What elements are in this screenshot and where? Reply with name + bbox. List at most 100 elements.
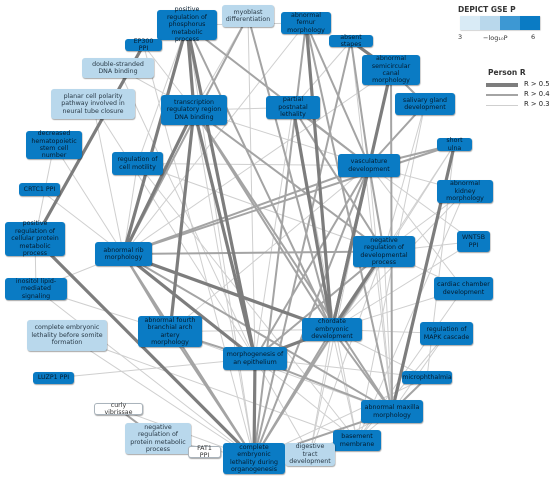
edge [185, 23, 257, 361]
color-scale-max: 6 [531, 33, 536, 41]
node-basement-membrane[interactable]: basement membrane [333, 430, 381, 451]
node-abnormal-rib-morphology[interactable]: abnormal rib morphology [95, 242, 152, 266]
node-regulation-of-cell-motility[interactable]: regulation of cell motility [112, 152, 163, 175]
edge [193, 109, 393, 413]
node-double-stranded-dna-binding[interactable]: double-stranded DNA binding [82, 58, 154, 78]
edge [383, 144, 455, 252]
edge [254, 250, 385, 360]
node-ep300-ppi[interactable]: EP300 PPI [125, 38, 162, 52]
edge [305, 22, 370, 167]
edge [356, 333, 447, 441]
node-abnormal-fourth-branchial-arch-artery-morphology[interactable]: abnormal fourth branchial arch artery mo… [138, 316, 202, 347]
edge [350, 40, 370, 167]
node-regulation-of-mapk-cascade[interactable]: regulation of MAPK cascade [420, 322, 473, 345]
edge [121, 252, 334, 332]
edge [330, 163, 371, 332]
node-cardiac-chamber-development[interactable]: cardiac chamber development [434, 277, 493, 300]
edge [186, 24, 255, 459]
edge [304, 21, 334, 332]
node-digestive-tract-development[interactable]: digestive tract development [285, 443, 335, 466]
node-fat1-ppi[interactable]: FAT1 PPI [188, 445, 221, 459]
edge [350, 40, 393, 412]
node-vasculature-development[interactable]: vasculature development [338, 154, 400, 177]
color-scale-step [500, 16, 520, 30]
edge [254, 164, 370, 360]
node-curly-vibrissae[interactable]: curly vibrissae [94, 402, 143, 416]
legend-label-r-05: R > 0.5 [524, 80, 550, 88]
edge [35, 288, 255, 459]
node-partial-postnatal-lethality[interactable]: partial postnatal lethality [266, 96, 320, 119]
edge [186, 24, 333, 331]
edge [121, 108, 196, 256]
color-scale-step [460, 16, 480, 30]
node-decreased-hematopoietic-stem-cell-number[interactable]: decreased hematopoietic stem cell number [26, 130, 82, 159]
edge [331, 329, 358, 441]
edge [122, 250, 385, 255]
node-complete-embryonic-lethality-during-organogenesis[interactable]: complete embryonic lethality during orga… [223, 443, 285, 474]
edge [331, 328, 393, 413]
color-scale-min: 3 [458, 33, 463, 41]
edge [192, 108, 257, 361]
color-scale-bar [460, 16, 540, 30]
node-positive-regulation-of-cellular-protein-metabolic-process[interactable]: positive regulation of cellular protein … [5, 220, 65, 257]
edge [169, 330, 255, 460]
node-salivary-gland-development[interactable]: salivary gland development [395, 93, 455, 115]
node-absent-stapes[interactable]: absent stapes [329, 34, 373, 48]
node-positive-regulation-of-phosphorus-metabolic-process[interactable]: positive regulation of phosphorus metabo… [157, 6, 217, 43]
edge [123, 22, 307, 255]
node-chordate-embryonic-development[interactable]: chordate embryonic development [302, 318, 362, 341]
edge [66, 335, 358, 441]
node-negative-regulation-of-protein-metabolic-process[interactable]: negative regulation of protein metabolic… [125, 423, 191, 454]
edge [117, 67, 256, 359]
edge [33, 237, 256, 461]
edge [331, 241, 474, 330]
edge [254, 358, 358, 441]
edge [123, 69, 392, 255]
edge [252, 356, 257, 461]
correlation-legend-title: Person R [488, 68, 526, 77]
node-transcription-regulatory-region-dna-binding[interactable]: transcription regulatory region DNA bind… [161, 95, 227, 125]
edge [309, 329, 333, 455]
legend-line-r-04 [486, 94, 518, 96]
edge [137, 24, 188, 164]
legend-title: DEPICT GSE P [458, 5, 516, 14]
edge [121, 23, 189, 256]
edge [122, 164, 370, 255]
node-wnt5b-ppi[interactable]: WNT5B PPI [457, 231, 490, 252]
legend-label-r-04: R > 0.4 [524, 90, 550, 98]
color-scale-label: −log₁₀P [483, 34, 508, 42]
edge [193, 109, 385, 253]
node-microphthalmia[interactable]: microphthalmia [402, 371, 452, 384]
edge [193, 109, 255, 459]
edge [122, 253, 393, 413]
node-abnormal-maxilla-morphology[interactable]: abnormal maxilla morphology [361, 400, 423, 423]
node-morphogenesis-of-an-epithelium[interactable]: morphogenesis of an epithelium [223, 347, 287, 370]
edge [368, 165, 474, 242]
node-abnormal-kidney-morphology[interactable]: abnormal kidney morphology [437, 180, 493, 203]
node-abnormal-femur-morphology[interactable]: abnormal femur morphology [281, 12, 331, 34]
edge [309, 251, 385, 455]
node-planar-cell-polarity-pathway[interactable]: planar cell polarity pathway involved in… [51, 89, 135, 119]
edge [292, 106, 385, 253]
legend-row-r-03: R > 0.3 [486, 100, 550, 110]
node-abnormal-semicircular-canal-morphology[interactable]: abnormal semicircular canal morphology [362, 55, 420, 85]
legend-line-r-03 [486, 104, 518, 106]
node-myoblast-differentiation[interactable]: myoblast differentiation [222, 5, 274, 27]
edge [368, 165, 393, 412]
node-luzp1-ppi[interactable]: LUZP1 PPI [33, 372, 74, 384]
edge [291, 105, 334, 332]
color-scale-step [520, 16, 540, 30]
legend-row-r-04: R > 0.4 [486, 90, 550, 100]
node-negative-regulation-of-developmental-process[interactable]: negative regulation of developmental pro… [353, 236, 415, 267]
edge [253, 40, 352, 460]
node-crtc1-ppi[interactable]: CRTC1 PPI [19, 183, 60, 196]
edge [253, 328, 333, 460]
node-complete-embryonic-lethality-before-somite-formation[interactable]: complete embryonic lethality before somi… [27, 320, 107, 351]
node-inositol-lipid-mediated-signaling[interactable]: inositol lipid-mediated signaling [5, 278, 67, 300]
color-scale-step [480, 16, 500, 30]
node-short-ulna[interactable]: short ulna [437, 137, 472, 152]
edge [121, 252, 257, 361]
legend-row-r-05: R > 0.5 [486, 80, 550, 90]
edge [66, 335, 255, 459]
